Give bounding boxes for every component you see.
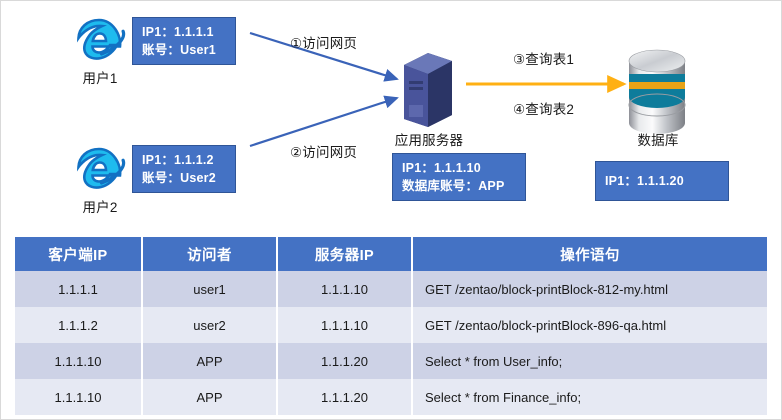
cell-server-ip: 1.1.1.20: [277, 343, 413, 379]
arrow-user2-to-server: [249, 95, 399, 148]
node-label-app-server: 应用服务器: [394, 133, 464, 148]
diagram-arrows: [249, 31, 686, 148]
cell-statement: Select * from User_info;: [412, 343, 767, 379]
server-tower-icon: [404, 53, 452, 127]
info-line: IP1：1.1.1.20: [605, 173, 684, 188]
access-log-table: 客户端IP 访问者 服务器IP 操作语句 1.1.1.1 user1 1.1.1…: [15, 237, 767, 415]
network-flow-diagram: 用户1 用户2 应用服务器 数据库 IP1：1.1.1.1 账号：User1 I…: [1, 1, 781, 229]
node-label-database: 数据库: [637, 133, 679, 148]
info-line: IP1：1.1.1.10: [402, 161, 481, 175]
cell-server-ip: 1.1.1.20: [277, 379, 413, 415]
cell-visitor: user1: [142, 271, 278, 307]
cell-visitor: APP: [142, 343, 278, 379]
info-line: IP1：1.1.1.1: [142, 25, 214, 39]
table-row[interactable]: 1.1.1.10 APP 1.1.1.20 Select * from Fina…: [15, 379, 767, 415]
info-line: 数据库账号：APP: [402, 179, 505, 194]
cell-server-ip: 1.1.1.10: [277, 271, 413, 307]
info-box-app-server: IP1：1.1.1.10 数据库账号：APP: [392, 153, 526, 201]
table-row[interactable]: 1.1.1.10 APP 1.1.1.20 Select * from User…: [15, 343, 767, 379]
info-line: 账号：User1: [142, 43, 216, 58]
cell-visitor: APP: [142, 379, 278, 415]
cell-client-ip: 1.1.1.10: [15, 379, 143, 415]
cell-visitor: user2: [142, 307, 278, 343]
column-header-client-ip[interactable]: 客户端IP: [15, 237, 143, 271]
node-label-user1: 用户1: [82, 71, 118, 86]
node-label-user2: 用户2: [82, 200, 118, 215]
cell-client-ip: 1.1.1.10: [15, 343, 143, 379]
info-box-user2: IP1：1.1.1.2 账号：User2: [132, 145, 236, 193]
cell-server-ip: 1.1.1.10: [277, 307, 413, 343]
cell-client-ip: 1.1.1.2: [15, 307, 143, 343]
internet-explorer-icon: [69, 140, 131, 196]
info-box-user1: IP1：1.1.1.1 账号：User1: [132, 17, 236, 65]
edge-label-4: ④查询表2: [513, 102, 575, 117]
table-header-row: 客户端IP 访问者 服务器IP 操作语句: [15, 237, 767, 271]
internet-explorer-icon: [69, 11, 131, 67]
table-row[interactable]: 1.1.1.2 user2 1.1.1.10 GET /zentao/block…: [15, 307, 767, 343]
cell-statement: Select * from Finance_info;: [412, 379, 767, 415]
info-box-database: IP1：1.1.1.20: [595, 161, 729, 201]
column-header-visitor[interactable]: 访问者: [142, 237, 278, 271]
cell-statement: GET /zentao/block-printBlock-812-my.html: [412, 271, 767, 307]
edge-label-3: ③查询表1: [513, 52, 575, 67]
table-row[interactable]: 1.1.1.1 user1 1.1.1.10 GET /zentao/block…: [15, 271, 767, 307]
edge-label-1: ①访问网页: [290, 36, 358, 51]
info-line: IP1：1.1.1.2: [142, 153, 214, 167]
arrow-user1-to-server: [249, 31, 399, 82]
database-cylinder-icon: [628, 49, 686, 134]
column-header-statement[interactable]: 操作语句: [412, 237, 767, 271]
cell-statement: GET /zentao/block-printBlock-896-qa.html: [412, 307, 767, 343]
column-header-server-ip[interactable]: 服务器IP: [277, 237, 413, 271]
edge-label-2: ②访问网页: [290, 145, 358, 160]
info-line: 账号：User2: [142, 171, 216, 186]
cell-client-ip: 1.1.1.1: [15, 271, 143, 307]
